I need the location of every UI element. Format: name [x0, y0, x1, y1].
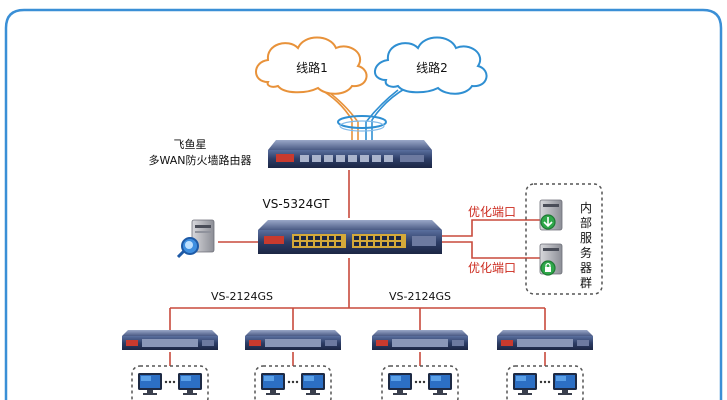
monitor-icon — [261, 373, 285, 395]
pc-group-4 — [506, 365, 584, 400]
cloud-left: 线路1 — [255, 36, 368, 95]
access-switch-row — [122, 330, 593, 350]
monitor-icon — [553, 373, 577, 395]
cloud-right-label: 线路2 — [416, 60, 448, 75]
monitor-icon — [301, 373, 325, 395]
wan-uplinks — [317, 87, 407, 140]
server-group-char-1: 内 — [580, 201, 592, 215]
outer-frame — [4, 8, 723, 400]
monitor-icon — [388, 373, 412, 395]
pc-group-2 — [254, 365, 332, 400]
pc-group-box — [254, 365, 332, 400]
monitor-icon — [178, 373, 202, 395]
server-group-char-2: 部 — [580, 215, 592, 230]
server-group-char-4: 务 — [580, 245, 592, 260]
monitor-icon — [138, 373, 162, 395]
pc-group-row — [131, 365, 584, 400]
server-group-char-6: 群 — [580, 276, 592, 290]
core-switch-model: VS-5324GT — [263, 197, 331, 211]
pc-group-box — [381, 365, 459, 400]
access-switch-3 — [372, 330, 468, 350]
access-switch-1 — [122, 330, 218, 350]
core-switch-device — [258, 220, 442, 254]
pc-group-1 — [131, 365, 209, 400]
monitor-icon — [428, 373, 452, 395]
wan-binding-ring — [337, 115, 387, 129]
link-core-server-top — [440, 219, 540, 237]
server-group-char-5: 器 — [580, 261, 592, 275]
access-switch-label-left: VS-2124GS — [211, 290, 273, 303]
router-name-line2: 多WAN防火墙路由器 — [148, 153, 251, 167]
lock-server-icon — [539, 243, 563, 276]
server-group-box — [525, 183, 603, 295]
link-core-server-bottom — [440, 241, 540, 259]
router-name-line1: 飞鱼星 — [174, 137, 207, 151]
pc-group-box — [506, 365, 584, 400]
server-group-label: 内 部 服 务 器 群 — [580, 201, 592, 290]
cloud-right: 线路2 — [374, 36, 488, 95]
connection-lines — [169, 170, 546, 366]
optimized-port-label-top: 优化端口 — [468, 205, 516, 219]
access-switch-label-right: VS-2124GS — [389, 290, 451, 303]
router-device — [268, 140, 432, 168]
access-switch-4 — [497, 330, 593, 350]
pc-group-3 — [381, 365, 459, 400]
pc-group-box — [131, 365, 209, 400]
optimized-port-label-bottom: 优化端口 — [468, 261, 516, 275]
monitor-icon — [513, 373, 537, 395]
access-switch-2 — [245, 330, 341, 350]
cloud-left-label: 线路1 — [296, 60, 328, 75]
download-server-icon — [539, 199, 563, 231]
search-server-icon — [176, 219, 215, 259]
server-group-char-3: 服 — [580, 231, 592, 245]
